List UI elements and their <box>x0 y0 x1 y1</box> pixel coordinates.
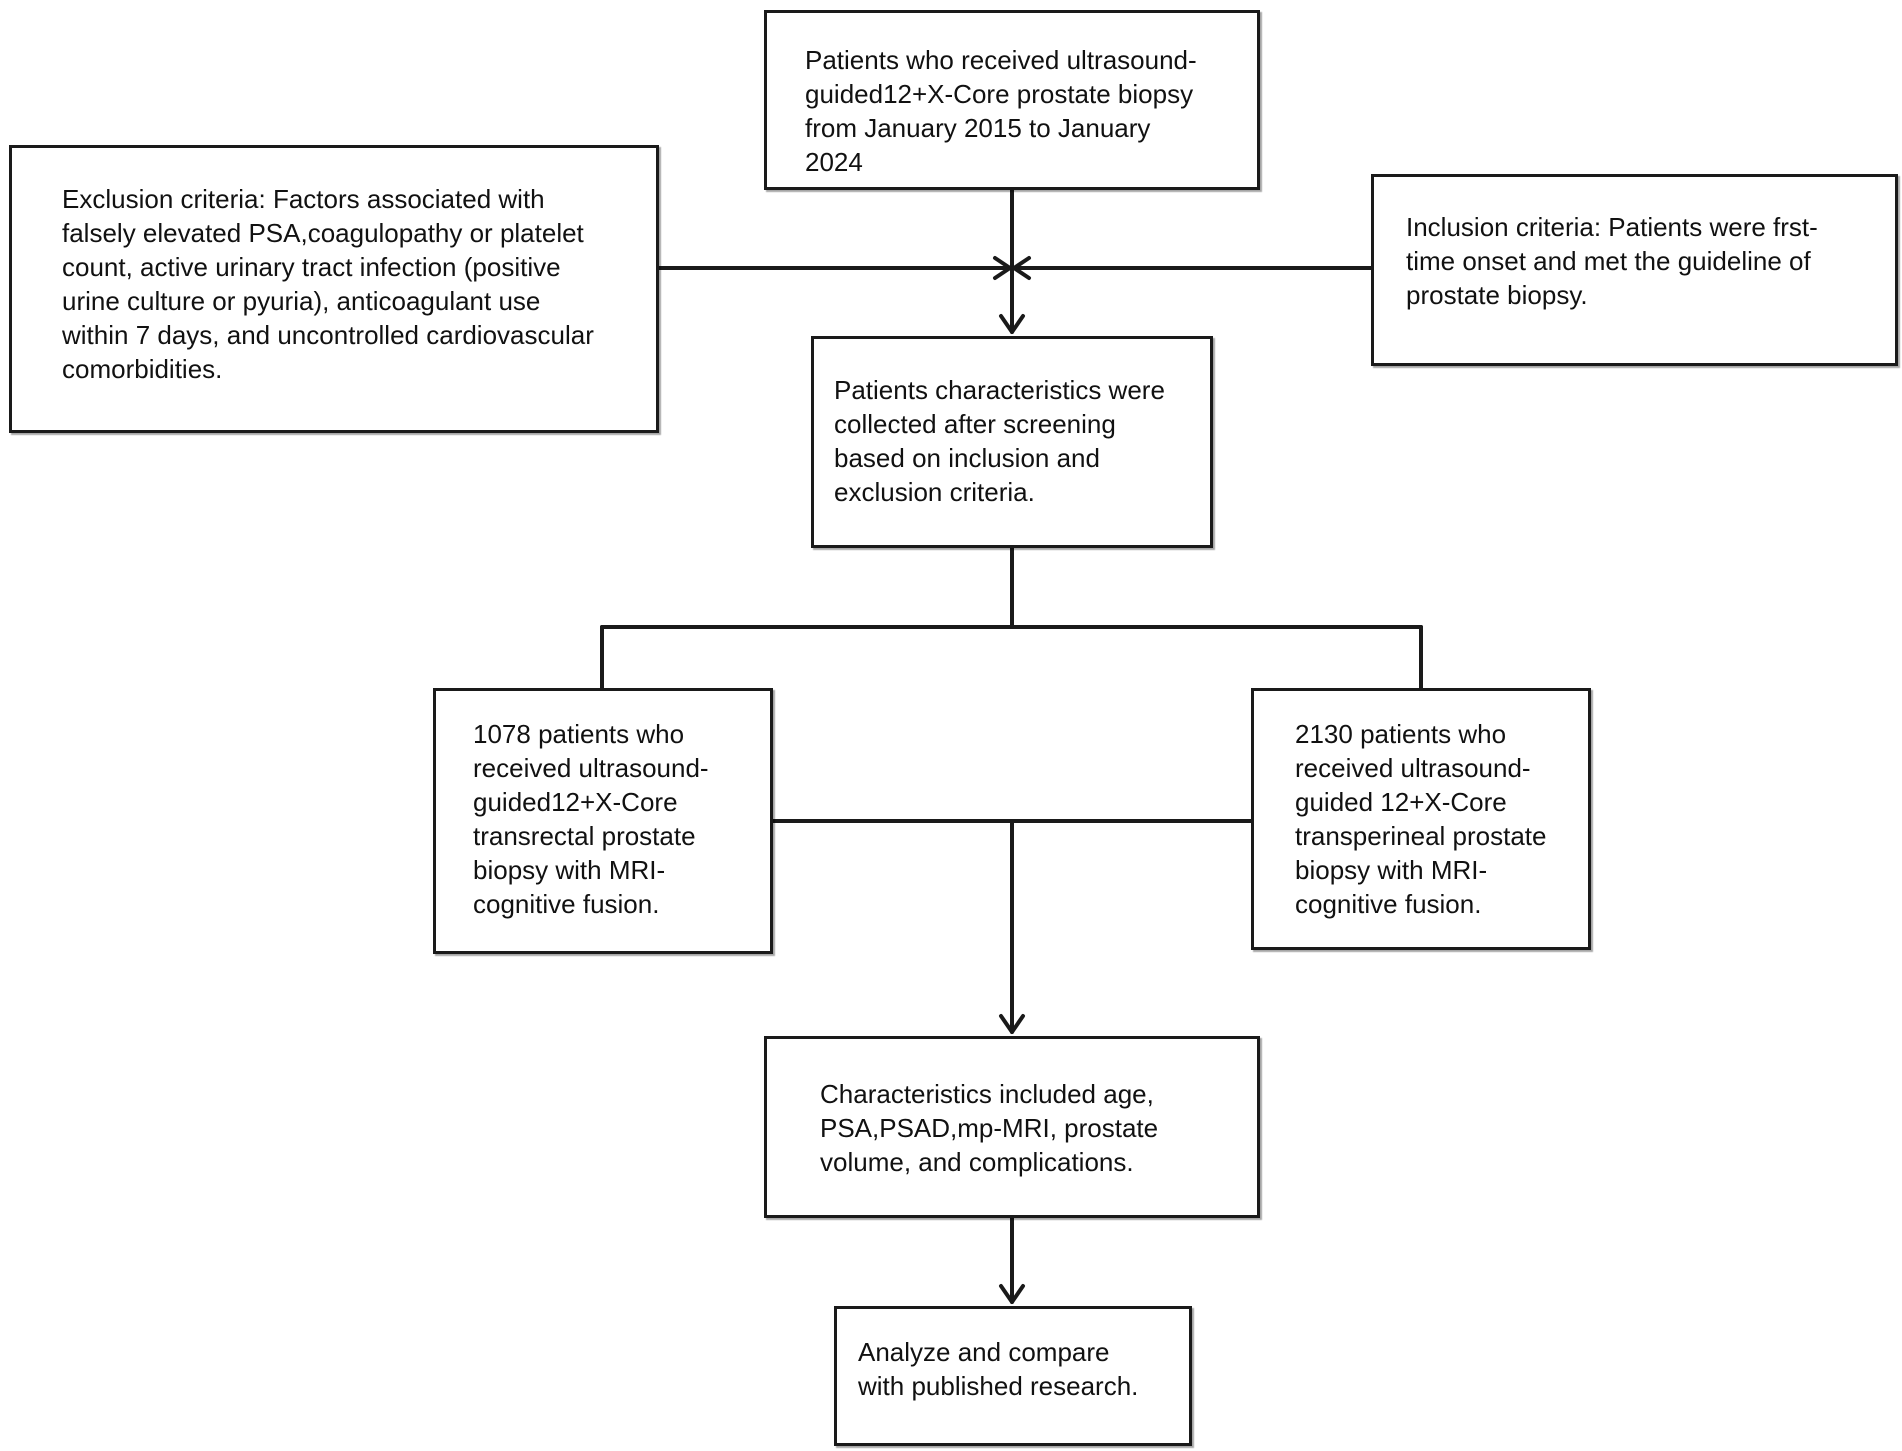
arrowhead-inclusion <box>1012 256 1031 280</box>
source-population-text: Patients who received ultrasound- guided… <box>805 45 1197 177</box>
analysis-text: Analyze and compare with published resea… <box>858 1337 1139 1401</box>
characteristics-text: Characteristics included age, PSA,PSAD,m… <box>820 1079 1159 1177</box>
arrowhead-characteristics <box>999 1014 1025 1034</box>
transperineal-group-text: 2130 patients who received ultrasound- g… <box>1295 719 1547 919</box>
analysis-box: Analyze and compare with published resea… <box>834 1306 1192 1446</box>
transrectal-group-text: 1078 patients who received ultrasound- g… <box>473 719 709 919</box>
transrectal-group-box: 1078 patients who received ultrasound- g… <box>433 688 773 954</box>
exclusion-criteria-text: Exclusion criteria: Factors associated w… <box>62 184 594 384</box>
screening-box: Patients characteristics were collected … <box>811 336 1213 548</box>
source-population-box: Patients who received ultrasound- guided… <box>764 10 1260 190</box>
arrowhead-analysis <box>999 1284 1025 1304</box>
exclusion-criteria-box: Exclusion criteria: Factors associated w… <box>9 145 659 433</box>
screening-text: Patients characteristics were collected … <box>834 375 1165 507</box>
connectors <box>600 188 1423 1304</box>
inclusion-criteria-box: Inclusion criteria: Patients were frst- … <box>1371 174 1898 366</box>
transperineal-group-box: 2130 patients who received ultrasound- g… <box>1251 688 1591 950</box>
arrowhead-screening <box>999 314 1025 334</box>
inclusion-criteria-text: Inclusion criteria: Patients were frst- … <box>1406 212 1818 310</box>
arrowhead-exclusion <box>993 256 1012 280</box>
characteristics-box: Characteristics included age, PSA,PSAD,m… <box>764 1036 1260 1218</box>
